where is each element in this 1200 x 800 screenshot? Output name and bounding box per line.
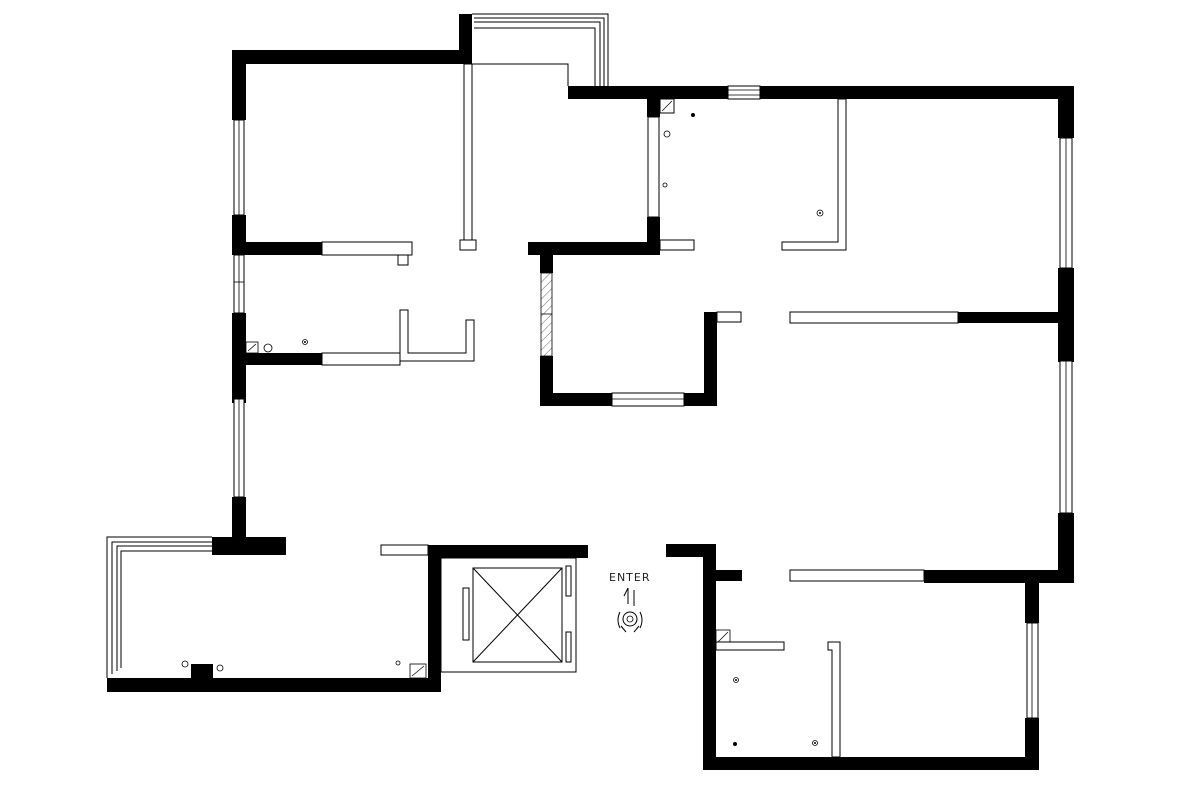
- wall: [958, 312, 1074, 323]
- partition: [659, 239, 695, 251]
- bathroom-left: [232, 254, 475, 403]
- partition: [321, 241, 413, 256]
- wall: [540, 393, 612, 406]
- bedroom-bottom-right: [666, 544, 1039, 770]
- wall: [528, 242, 660, 255]
- partition: [380, 544, 429, 556]
- stair-hatch: [540, 272, 553, 357]
- drain-icon: [691, 113, 695, 117]
- bathroom-top-middle: [528, 98, 847, 255]
- wall: [1058, 323, 1074, 361]
- wall: [232, 50, 472, 64]
- wall: [703, 557, 716, 770]
- wall: [232, 497, 246, 545]
- partition: [789, 569, 925, 582]
- partition: [715, 641, 785, 651]
- kitchen: [540, 255, 742, 407]
- partition: [459, 239, 477, 251]
- fixture-icon: [181, 660, 189, 668]
- bottom-left-room: [106, 536, 441, 692]
- entrance-label: ENTER: [609, 571, 651, 584]
- wall: [666, 544, 716, 557]
- living-left-wall: [212, 365, 286, 555]
- entrance-marker: ENTER: [609, 571, 651, 633]
- balcony-top: [459, 13, 609, 86]
- drain-icon: [733, 742, 737, 746]
- wall: [212, 537, 286, 555]
- wall: [232, 50, 246, 120]
- wall: [1058, 513, 1074, 583]
- person-icon: [617, 587, 643, 633]
- wall: [232, 353, 322, 365]
- elevator-shaft: [428, 545, 588, 673]
- partition: [789, 311, 959, 324]
- fixture-icon: [263, 343, 273, 353]
- wall: [924, 570, 1074, 583]
- wall: [703, 757, 1039, 770]
- wall: [704, 312, 717, 406]
- wall: [107, 678, 441, 692]
- fixture-icon: [395, 660, 401, 666]
- partition: [321, 352, 401, 366]
- fixture-icon: [216, 664, 224, 672]
- bedroom-top-left: [232, 50, 477, 266]
- wall: [428, 545, 588, 558]
- window: [727, 85, 761, 100]
- wall: [232, 365, 246, 399]
- wall: [760, 86, 1074, 99]
- door-panel: [565, 631, 572, 663]
- wall: [191, 664, 213, 678]
- wall: [428, 545, 441, 692]
- fixture-icon: [663, 130, 671, 138]
- wall: [540, 255, 553, 273]
- window: [1026, 622, 1039, 719]
- wall: [1025, 718, 1039, 770]
- wall: [459, 14, 472, 64]
- right-middle-wall: [789, 311, 1074, 583]
- door-panel: [462, 587, 470, 641]
- wall: [1058, 86, 1074, 138]
- wall: [1025, 583, 1039, 623]
- wall: [232, 242, 322, 255]
- wall: [647, 99, 660, 117]
- partition: [463, 63, 473, 241]
- window: [611, 392, 685, 407]
- partition: [716, 311, 742, 323]
- wall: [716, 570, 742, 581]
- partition: [647, 116, 660, 218]
- top-right-wall: [568, 85, 1074, 362]
- wall: [568, 86, 728, 99]
- partition: [397, 254, 409, 266]
- door-panel: [565, 565, 572, 597]
- fixture-icon: [662, 182, 668, 188]
